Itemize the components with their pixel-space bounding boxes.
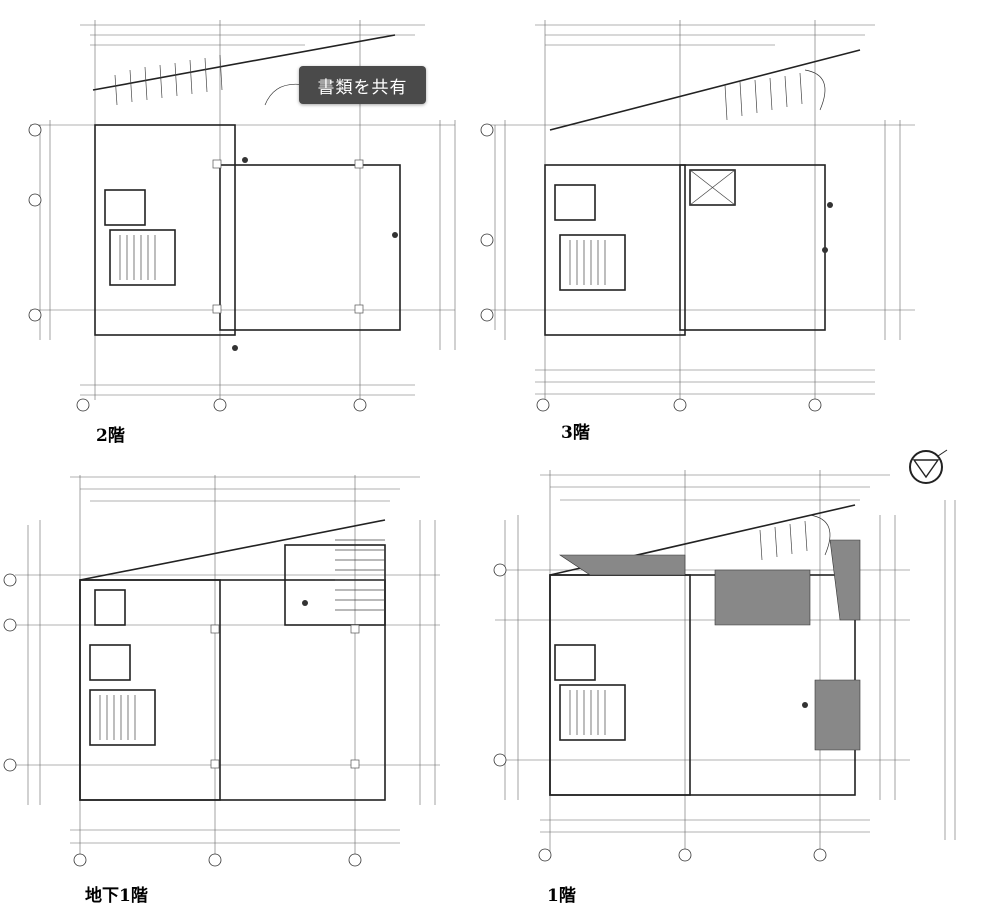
floor-label-b1: 地下1階 [85,886,148,906]
floor-plan-3f-drawing [480,20,915,412]
floor-plan-1f [470,460,985,880]
floor-plan-1f-drawing [493,470,956,862]
share-document-button[interactable]: 書類を共有 [299,66,426,104]
floor-label-3f: 3階 [561,423,590,443]
floor-label-2f: 2階 [96,426,125,446]
floor-plan-b1 [0,465,460,875]
floor-plan-3f [475,10,935,415]
floor-plan-b1-drawing [3,475,440,867]
floor-label-1f: 1階 [547,886,576,906]
north-arrow-icon [905,446,955,488]
